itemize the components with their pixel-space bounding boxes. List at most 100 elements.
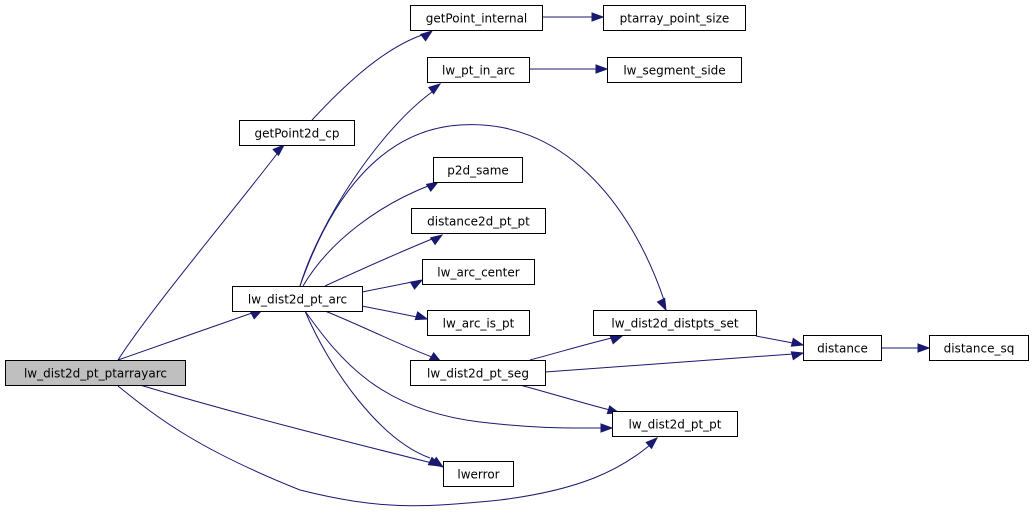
node-box[interactable]	[803, 335, 882, 361]
node-label: lw_dist2d_distpts_set	[611, 317, 738, 331]
arrowhead-icon	[427, 456, 442, 467]
edge-line	[304, 310, 431, 459]
node-box[interactable]	[929, 335, 1029, 361]
edge-lw_dist2d_pt_arc-to-lw_pt_in_arc	[299, 83, 442, 287]
nodes-layer: lw_dist2d_pt_ptarrayarc getPoint2d_cp lw_d…	[5, 5, 1029, 487]
node-p2d_same[interactable]: p2d_same	[433, 157, 523, 183]
node-label: ptarray_point_size	[620, 12, 730, 26]
arrowhead-icon	[917, 343, 931, 353]
edge-lw_dist2d_pt_arc-to-lw_dist2d_distpts_set	[299, 124, 667, 312]
node-lw_dist2d_pt_arc[interactable]: lw_dist2d_pt_arc	[232, 286, 363, 312]
edge-line	[361, 281, 413, 293]
edge-line	[117, 149, 281, 361]
edge-line	[544, 353, 794, 373]
node-lw_dist2d_pt_seg[interactable]: lw_dist2d_pt_seg	[410, 360, 546, 386]
edge-lw_dist2d_pt_arc-to-lw_arc_is_pt	[361, 305, 429, 321]
node-label: lw_dist2d_pt_ptarrayarc	[24, 367, 167, 381]
node-box[interactable]	[427, 57, 530, 83]
node-label: lw_segment_side	[623, 64, 725, 78]
node-box[interactable]	[411, 208, 546, 234]
node-getPoint2d_cp[interactable]: getPoint2d_cp	[239, 120, 355, 146]
edge-line	[529, 337, 613, 361]
arrowhead-icon	[425, 181, 440, 193]
node-box[interactable]	[410, 5, 543, 31]
node-box[interactable]	[427, 310, 530, 336]
node-label: p2d_same	[447, 164, 509, 178]
node-label: distance_sq	[944, 342, 1015, 356]
arrowhead-icon	[427, 83, 442, 95]
node-box[interactable]	[232, 286, 363, 312]
arrowhead-icon	[591, 12, 605, 22]
node-box[interactable]	[443, 461, 514, 487]
edge-getPoint_internal-to-ptarray_point_size	[542, 12, 605, 22]
edge-lw_pt_in_arc-to-lw_segment_side	[529, 64, 609, 74]
node-distance_sq[interactable]: distance_sq	[929, 335, 1029, 361]
node-label: getPoint_internal	[426, 12, 528, 26]
node-box[interactable]	[593, 310, 757, 336]
node-label: distance2d_pt_pt	[427, 215, 530, 229]
node-box[interactable]	[422, 259, 535, 285]
node-box[interactable]	[239, 120, 355, 146]
node-lw_dist2d_pt_pt[interactable]: lw_dist2d_pt_pt	[612, 411, 738, 437]
edge-lw_dist2d_pt_seg-to-distance	[544, 351, 805, 373]
node-label: distance	[817, 342, 868, 356]
node-box[interactable]	[433, 157, 523, 183]
arrowhead-icon	[595, 64, 609, 74]
edge-lw_dist2d_pt_arc-to-lw_arc_center	[361, 279, 424, 293]
node-box[interactable]	[410, 360, 546, 386]
edge-lw_dist2d_pt_ptarrayarc-to-getPoint2d_cp	[117, 144, 286, 361]
edge-lw_dist2d_distpts_set-to-distance	[755, 335, 805, 347]
node-lw_dist2d_distpts_set[interactable]: lw_dist2d_distpts_set	[593, 310, 757, 336]
edge-lw_dist2d_pt_ptarrayarc-to-lw_dist2d_pt_arc	[117, 309, 264, 361]
node-ptarray_point_size[interactable]: ptarray_point_size	[603, 5, 746, 31]
node-distance[interactable]: distance	[803, 335, 882, 361]
edge-lw_dist2d_pt_ptarrayarc-to-lw_dist2d_pt_pt	[117, 385, 659, 507]
edge-lw_dist2d_pt_ptarrayarc-to-lwerror	[139, 384, 445, 468]
edge-line	[324, 238, 433, 287]
arrowhead-icon	[790, 351, 805, 361]
node-lwerror[interactable]: lwerror	[443, 461, 514, 487]
edge-line	[299, 124, 665, 301]
edge-line	[755, 335, 794, 344]
node-box[interactable]	[612, 411, 738, 437]
arrowhead-icon	[790, 337, 805, 347]
edge-line	[117, 312, 253, 361]
edge-line	[302, 185, 429, 287]
node-lw_pt_in_arc[interactable]: lw_pt_in_arc	[427, 57, 530, 83]
edge-line	[311, 34, 423, 121]
node-box[interactable]	[603, 5, 746, 31]
node-lw_dist2d_pt_ptarrayarc[interactable]: lw_dist2d_pt_ptarrayarc	[5, 360, 186, 386]
node-label: lw_arc_is_pt	[443, 317, 515, 331]
edge-line	[117, 385, 651, 507]
node-getPoint_internal[interactable]: getPoint_internal	[410, 5, 543, 31]
node-distance2d_pt_pt[interactable]: distance2d_pt_pt	[411, 208, 546, 234]
edge-line	[361, 305, 418, 318]
arrowhead-icon	[609, 335, 624, 345]
node-label: lw_dist2d_pt_pt	[629, 418, 722, 432]
arrowhead-icon	[600, 423, 614, 433]
edge-lw_dist2d_pt_arc-to-p2d_same	[302, 181, 440, 287]
arrowhead-icon	[272, 144, 286, 157]
edge-line	[304, 310, 603, 429]
edge-line	[519, 384, 611, 411]
node-lw_arc_is_pt[interactable]: lw_arc_is_pt	[427, 310, 530, 336]
node-box[interactable]	[607, 57, 742, 83]
node-label: lw_arc_center	[437, 266, 519, 280]
node-label: lw_pt_in_arc	[442, 64, 515, 78]
node-lw_segment_side[interactable]: lw_segment_side	[607, 57, 742, 83]
edge-line	[139, 384, 433, 464]
edge-lw_dist2d_pt_arc-to-lw_dist2d_pt_pt	[304, 310, 614, 433]
arrowhead-icon	[409, 279, 424, 290]
node-label: lw_dist2d_pt_arc	[248, 293, 347, 307]
edge-distance-to-distance_sq	[881, 343, 931, 353]
edge-lw_dist2d_pt_arc-to-lwerror	[304, 310, 442, 467]
arrowhead-icon	[645, 437, 659, 450]
edge-getPoint2d_cp-to-getPoint_internal	[311, 30, 434, 121]
node-label: getPoint2d_cp	[255, 127, 340, 141]
edge-lw_dist2d_pt_arc-to-distance2d_pt_pt	[324, 234, 444, 287]
edge-lw_dist2d_pt_seg-to-lw_dist2d_distpts_set	[529, 335, 624, 361]
arrowhead-icon	[414, 311, 429, 321]
node-box[interactable]	[5, 360, 186, 386]
node-label: lw_dist2d_pt_seg	[427, 367, 529, 381]
node-lw_arc_center[interactable]: lw_arc_center	[422, 259, 535, 285]
